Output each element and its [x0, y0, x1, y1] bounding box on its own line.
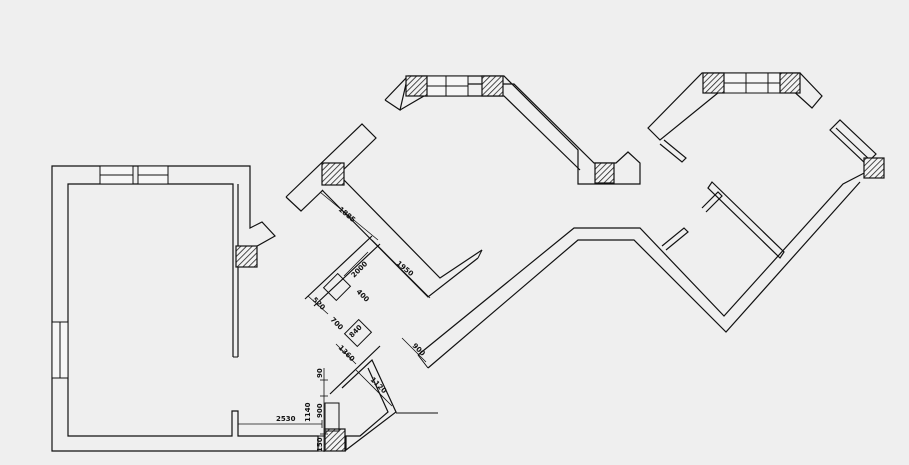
column-top-middle-left: [405, 75, 428, 97]
center-box: [343, 318, 373, 348]
stub-wall-b: [661, 227, 689, 251]
column-top-middle-bottom: [594, 162, 615, 184]
column-center-top: [321, 162, 345, 186]
stub-wall-c: [701, 191, 723, 213]
right-corridor: [417, 169, 871, 369]
dim-1885: 1885: [337, 205, 357, 224]
column-left-room: [235, 245, 258, 268]
left-room-outer-wall: [51, 165, 319, 452]
stub-wall-a: [659, 139, 687, 163]
dim-2530: 2530: [276, 415, 296, 423]
dim-2000: 2000: [350, 260, 370, 280]
dim-900-vertical: 900: [316, 403, 324, 418]
center-lower-wall: [329, 345, 397, 452]
column-far-right: [863, 157, 885, 179]
left-room: [51, 165, 319, 452]
top-middle-inner-wall: [399, 95, 581, 171]
corridor-inner-wall: [427, 181, 861, 369]
dim-840: 840: [348, 323, 364, 339]
dim-400: 400: [355, 288, 371, 304]
internal-partition: [707, 181, 785, 259]
center-niche: [324, 402, 340, 432]
corridor-outer-wall: [417, 169, 871, 356]
dim-900-diagonal: 900: [411, 342, 427, 358]
center-partition: [304, 235, 381, 307]
column-top-right-left: [702, 72, 725, 94]
center-diagonal-wall-outer: [343, 179, 483, 279]
center-room: [285, 123, 483, 452]
top-middle-bay: [384, 75, 641, 185]
column-top-right-right: [779, 72, 801, 94]
dim-1950: 1950: [395, 259, 415, 278]
column-top-middle-right: [481, 75, 504, 97]
top-right-bay: [647, 72, 885, 259]
dim-1360: 1360: [337, 344, 357, 364]
dim-90: 90: [316, 368, 324, 378]
column-center-bottom: [324, 428, 346, 452]
dim-520: 520: [311, 296, 327, 312]
dim-150: 150: [316, 437, 324, 452]
dim-1140: 1140: [304, 402, 312, 422]
far-right-window-stub: [829, 119, 877, 165]
center-closet: [322, 272, 352, 302]
dim-700: 700: [329, 316, 345, 332]
center-window-stub: [285, 123, 377, 212]
center-diagonal-wall-inner: [321, 189, 479, 298]
